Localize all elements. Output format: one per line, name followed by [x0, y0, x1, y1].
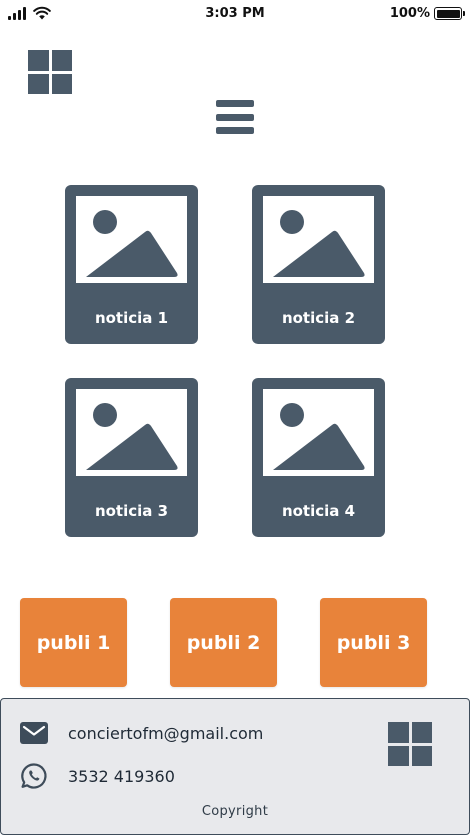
wifi-icon	[33, 6, 51, 20]
footer: conciertofm@gmail.com 3532 419360 Copyri…	[0, 698, 470, 835]
news-card-1[interactable]: noticia 1	[65, 185, 198, 344]
phone-text: 3532 419360	[68, 766, 175, 786]
email-row[interactable]: conciertofm@gmail.com	[20, 719, 263, 747]
ad-button-2[interactable]: publi 2	[170, 598, 277, 687]
hamburger-menu-icon[interactable]	[216, 100, 254, 134]
news-card-2[interactable]: noticia 2	[252, 185, 385, 344]
ad-button-3[interactable]: publi 3	[320, 598, 427, 687]
phone-row[interactable]: 3532 419360	[20, 762, 175, 790]
ad-button-1[interactable]: publi 1	[20, 598, 127, 687]
news-label: noticia 3	[94, 502, 169, 520]
news-label: noticia 4	[281, 502, 356, 520]
status-bar: 3:03 PM 100%	[0, 0, 470, 28]
status-right: 100%	[389, 6, 465, 21]
copyright-text: Copyright	[201, 804, 269, 819]
news-card-3[interactable]: noticia 3	[65, 378, 198, 537]
status-time: 3:03 PM	[205, 6, 265, 21]
email-text: conciertofm@gmail.com	[68, 723, 264, 743]
battery-icon	[434, 7, 465, 20]
mail-icon	[20, 719, 48, 747]
grid-logo-icon[interactable]	[28, 50, 72, 94]
signal-icon	[8, 7, 26, 20]
battery-percent: 100%	[389, 6, 430, 21]
image-placeholder-icon	[263, 196, 374, 283]
news-label: noticia 1	[94, 309, 169, 327]
news-card-4[interactable]: noticia 4	[252, 378, 385, 537]
image-placeholder-icon	[76, 196, 187, 283]
status-left	[8, 6, 51, 20]
grid-logo-icon	[388, 722, 432, 766]
image-placeholder-icon	[76, 389, 187, 476]
image-placeholder-icon	[263, 389, 374, 476]
whatsapp-icon	[20, 762, 48, 790]
news-label: noticia 2	[281, 309, 356, 327]
